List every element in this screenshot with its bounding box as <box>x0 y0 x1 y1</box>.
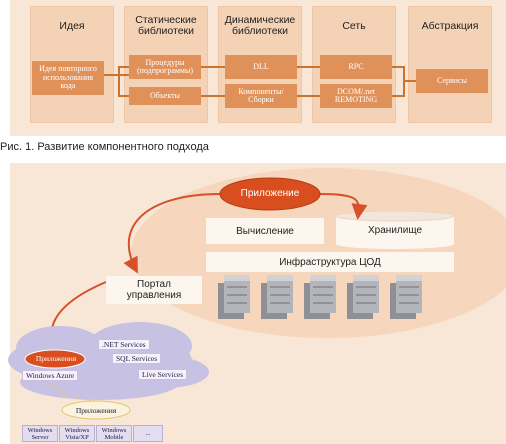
application-label: Приложение <box>240 188 300 199</box>
apps-ellipse <box>61 400 131 420</box>
connector <box>200 95 226 97</box>
client-windows-server: Windows Server <box>22 425 58 442</box>
column-title-network: Сеть <box>342 20 366 32</box>
box-objects: Объекты <box>129 87 201 105</box>
figure1-caption: Рис. 1. Развитие компонентного подхода <box>0 141 209 153</box>
connector <box>296 66 322 68</box>
server-rack-5 <box>390 275 422 319</box>
figure2-graphics <box>8 168 506 420</box>
arrow-to-storage <box>319 193 368 220</box>
compute-box: Вычисление <box>206 218 324 244</box>
live-services-box: Live Services <box>138 369 188 380</box>
column-title-idea: Идея <box>59 20 85 32</box>
arrow-to-portal <box>123 193 221 274</box>
box-services: Сервисы <box>416 69 488 93</box>
cloud-app-ellipse <box>24 349 86 369</box>
connector <box>403 80 417 82</box>
cloud-app-label: Приложения <box>35 354 77 363</box>
client-windows-vista-xp: Windows Vista/XP <box>59 425 95 442</box>
connector <box>390 95 404 97</box>
box-rpc: RPC <box>320 55 392 79</box>
box-procedures: Процедуры (подпрограммы) <box>129 55 201 79</box>
sql-services-box: SQL Services <box>112 353 162 364</box>
apps-label: Приложения <box>75 406 117 415</box>
net-services-box: .NET Services <box>98 339 150 350</box>
box-dcom: DCOM/.net REMOTING <box>320 84 392 108</box>
column-title-dynamic: Динамические библиотеки <box>224 14 296 37</box>
application-ellipse <box>219 177 321 211</box>
server-rack-1 <box>218 275 250 319</box>
column-title-abstraction: Абстракция <box>421 20 479 32</box>
column-abstraction: Абстракция <box>408 6 492 123</box>
server-rack-3 <box>304 275 336 319</box>
client-windows-mobile: Windows Mobile <box>96 425 132 442</box>
connector <box>296 95 322 97</box>
connector <box>118 66 130 68</box>
windows-azure-box: Windows Azure <box>22 370 79 381</box>
connector <box>118 66 120 96</box>
box-code-reuse-idea: Идея повторного использования кода <box>32 61 104 95</box>
box-dll: DLL <box>225 55 297 79</box>
server-rack-2 <box>261 275 293 319</box>
box-components: Компоненты/ Сборки <box>225 84 297 108</box>
management-portal-box: Портал управления <box>106 276 202 304</box>
connector <box>118 95 130 97</box>
client-more: ... <box>133 425 163 442</box>
server-rack-4 <box>347 275 379 319</box>
storage-label: Хранилище <box>368 225 422 236</box>
connector <box>200 66 226 68</box>
datacenter-infrastructure-box: Инфраструктура ЦОД <box>206 252 454 272</box>
connector <box>390 66 404 68</box>
column-title-static: Статические библиотеки <box>135 14 197 37</box>
